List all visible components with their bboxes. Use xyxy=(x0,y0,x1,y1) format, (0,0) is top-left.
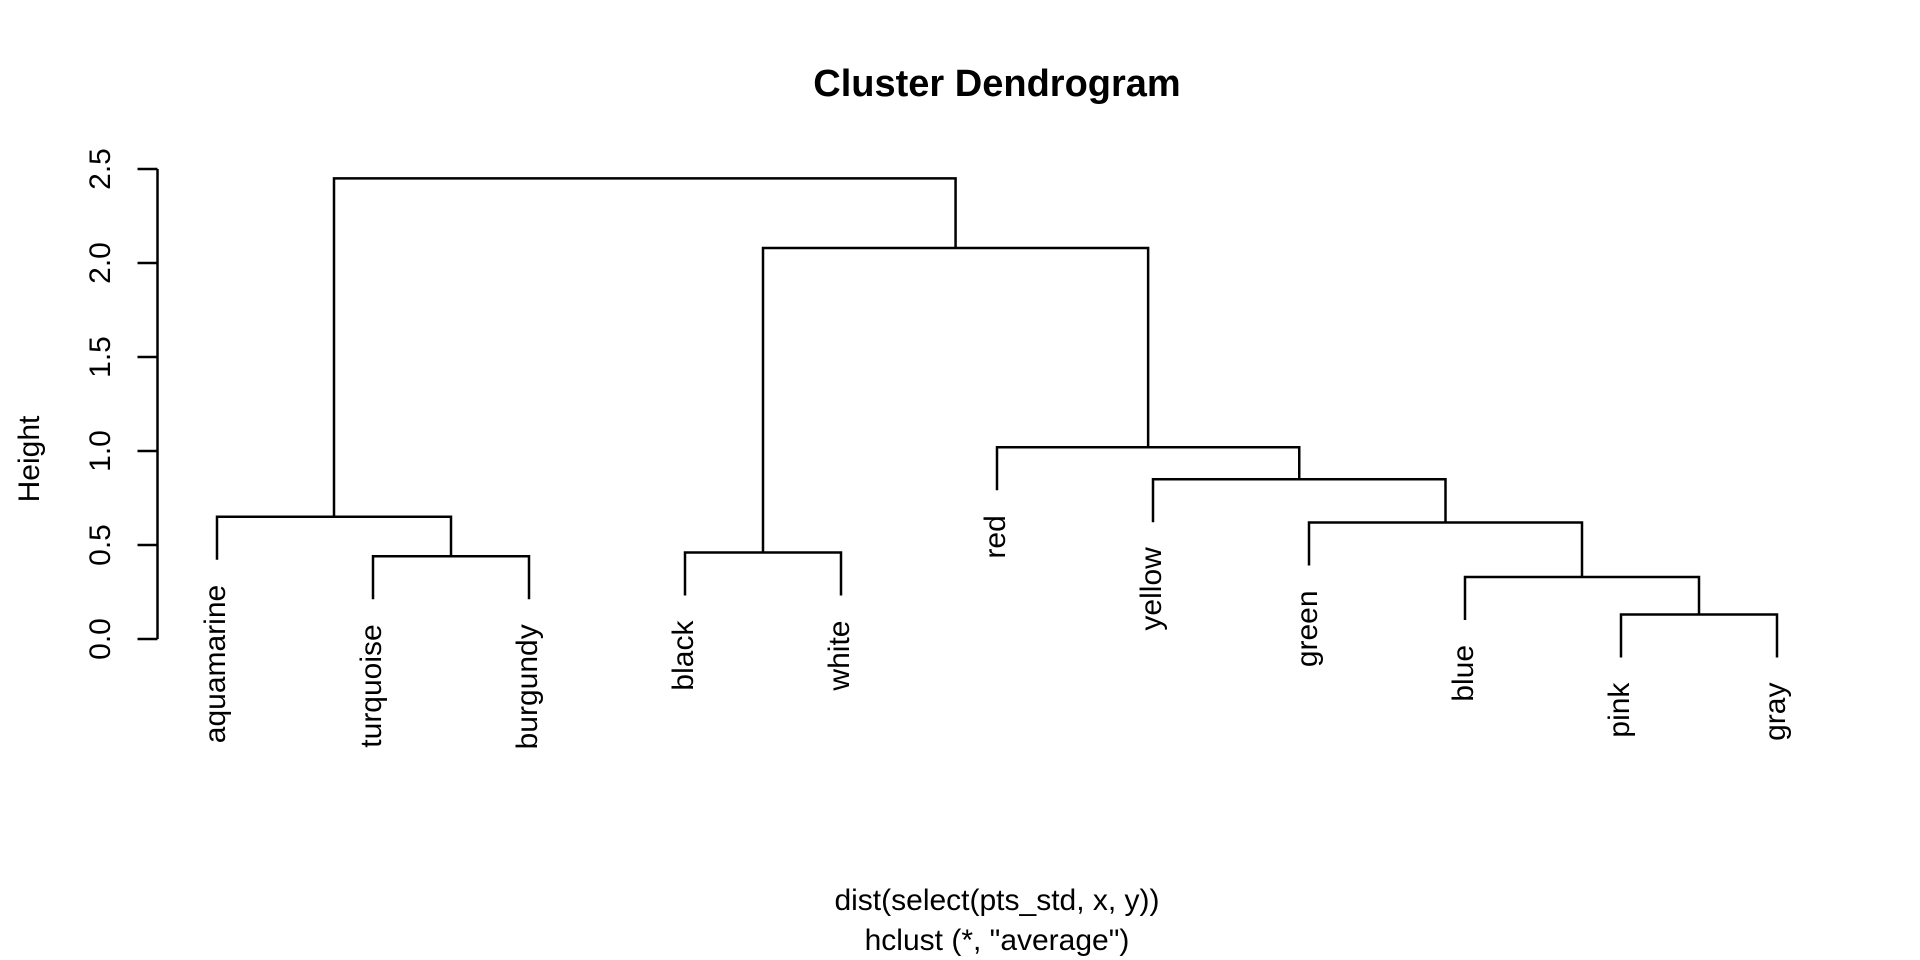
merge-link-m10 xyxy=(332,177,957,517)
leaf-label-pink: pink xyxy=(1603,682,1636,738)
merge-link-m8 xyxy=(995,445,1301,491)
merge-link-m7 xyxy=(1151,477,1447,523)
merge-link-m3 xyxy=(683,551,843,596)
leaf-label-gray: gray xyxy=(1759,683,1792,741)
merge-link-m9 xyxy=(761,246,1150,553)
leaf-label-yellow: yellow xyxy=(1135,547,1168,631)
y-axis-tick-label-2.5: 2.5 xyxy=(84,148,117,190)
merge-link-m4 xyxy=(1619,613,1779,658)
caption-line-2: hclust (*, "average") xyxy=(865,924,1130,957)
y-axis-tick-label-1.0: 1.0 xyxy=(84,430,117,472)
leaf-labels: aquamarine turquoise burgundy black white red… xyxy=(199,515,1792,749)
leaf-label-black: black xyxy=(667,620,700,691)
leaf-label-green: green xyxy=(1291,590,1324,667)
leaf-label-red: red xyxy=(979,515,1012,558)
leaf-label-turquoise: turquoise xyxy=(355,624,388,747)
leaf-label-blue: blue xyxy=(1447,645,1480,702)
y-axis: 0.0 0.5 1.0 1.5 2.0 2.5 xyxy=(84,148,159,660)
merge-link-m6 xyxy=(1307,521,1584,577)
y-axis-tick-label-0.5: 0.5 xyxy=(84,524,117,566)
y-axis-tick-label-1.5: 1.5 xyxy=(84,336,117,378)
y-axis-tick-label-0.0: 0.0 xyxy=(84,618,117,660)
y-axis-tick-label-2.0: 2.0 xyxy=(84,242,117,284)
leaf-label-white: white xyxy=(823,621,856,692)
y-axis-label: Height xyxy=(13,415,46,502)
merge-link-m1 xyxy=(371,555,531,600)
merge-link-m2 xyxy=(215,515,453,560)
dendrogram-tree xyxy=(215,177,1779,658)
caption-line-1: dist(select(pts_std, x, y)) xyxy=(834,884,1159,917)
chart-title: Cluster Dendrogram xyxy=(813,63,1180,105)
leaf-label-aquamarine: aquamarine xyxy=(199,585,232,743)
leaf-label-burgundy: burgundy xyxy=(511,624,544,749)
